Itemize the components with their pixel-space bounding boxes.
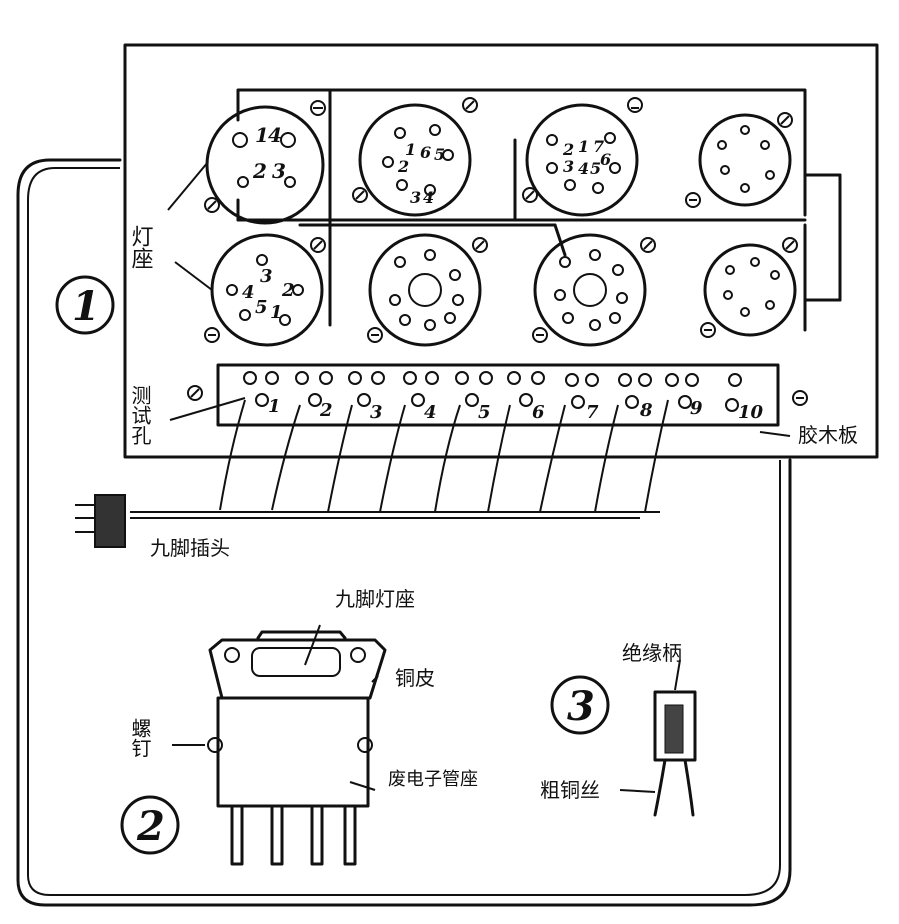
hole-number: 9 (690, 398, 703, 419)
pin-label: 3 (563, 157, 574, 176)
hole-number: 8 (639, 400, 653, 421)
pin-label: 2 (252, 159, 267, 183)
wire-label: 粗铜丝 (540, 778, 600, 802)
test-hole-label: 测试孔 (128, 385, 152, 445)
test-holes (243, 371, 742, 412)
insulator-label: 绝缘柄 (622, 641, 682, 665)
pin-label: 5 (434, 145, 445, 164)
tube-base-label: 废电子管座 (388, 769, 478, 790)
socket-label: 灯座 (128, 225, 154, 269)
hole-number: 5 (478, 402, 491, 423)
socket-top-4 (698, 113, 792, 207)
pin-label: 7 (593, 137, 604, 156)
pin-label: 3 (272, 159, 286, 183)
pin-label: 2 (397, 157, 409, 176)
pin-label: 2 (281, 280, 295, 301)
hole-number: 2 (319, 400, 333, 421)
hole-number: 3 (370, 402, 383, 423)
plug-label: 九脚插头 (150, 536, 230, 560)
hole-number: 7 (586, 402, 599, 423)
hole-number: 6 (532, 402, 545, 423)
marker-3: 3 (550, 675, 610, 735)
hole-number: 1 (268, 396, 281, 417)
socket-label-arrows (167, 161, 791, 437)
marker-2-text: 2 (136, 803, 165, 850)
test-probe (619, 659, 697, 817)
socket-bottom-2 (368, 233, 482, 347)
pin-label: 1 (270, 302, 283, 323)
socket-wiring (236, 88, 842, 332)
terminal-symbols (187, 97, 808, 406)
socket-top-2: 1 6 5 2 3 4 (358, 103, 472, 217)
tube-base-adapter (172, 624, 387, 866)
socket-top-3: 2 1 7 3 4 5 6 (525, 103, 639, 217)
socket-bottom-4 (703, 243, 797, 337)
pin-label: 2 (562, 140, 574, 159)
pin-label: 4 (578, 159, 589, 178)
hole-number: 4 (424, 402, 437, 423)
nine-pin-plug (75, 494, 126, 548)
copper-label: 铜皮 (395, 666, 435, 690)
marker-3-text: 3 (567, 683, 595, 730)
outer-board-outline (16, 158, 792, 907)
test-hole-numbers: 1 2 3 4 5 6 7 8 9 10 (268, 396, 764, 423)
pin-label: 5 (590, 159, 601, 178)
pin-label: 4 (268, 123, 282, 147)
marker-1: 1 (55, 275, 115, 335)
marker-2: 2 (120, 795, 180, 855)
pin-label: 1 (405, 140, 416, 159)
hole-number: 10 (738, 402, 764, 423)
socket-top-1: 1 4 2 3 (205, 105, 325, 225)
marker-1-text: 1 (72, 283, 100, 330)
bakelite-board (123, 43, 879, 459)
board-label: 胶木板 (798, 423, 858, 447)
pin-label: 1 (255, 123, 269, 147)
test-hole-strip (216, 363, 780, 427)
pin-label: 6 (600, 150, 611, 169)
socket-bottom-1: 3 4 2 5 1 (210, 233, 324, 347)
pin-label: 4 (423, 188, 434, 207)
pin-label: 3 (260, 266, 273, 287)
pin-label: 3 (410, 188, 421, 207)
nine-pin-socket-label: 九脚灯座 (335, 587, 415, 611)
test-hole-wires (130, 399, 669, 519)
socket-bottom-3 (533, 233, 647, 347)
pin-label: 6 (420, 143, 431, 162)
pin-label: 5 (255, 297, 268, 318)
screw-label: 螺钉 (128, 718, 152, 758)
pin-label: 4 (242, 282, 255, 303)
outer-board-outline-inner (27, 167, 781, 896)
pin-label: 1 (578, 137, 589, 156)
